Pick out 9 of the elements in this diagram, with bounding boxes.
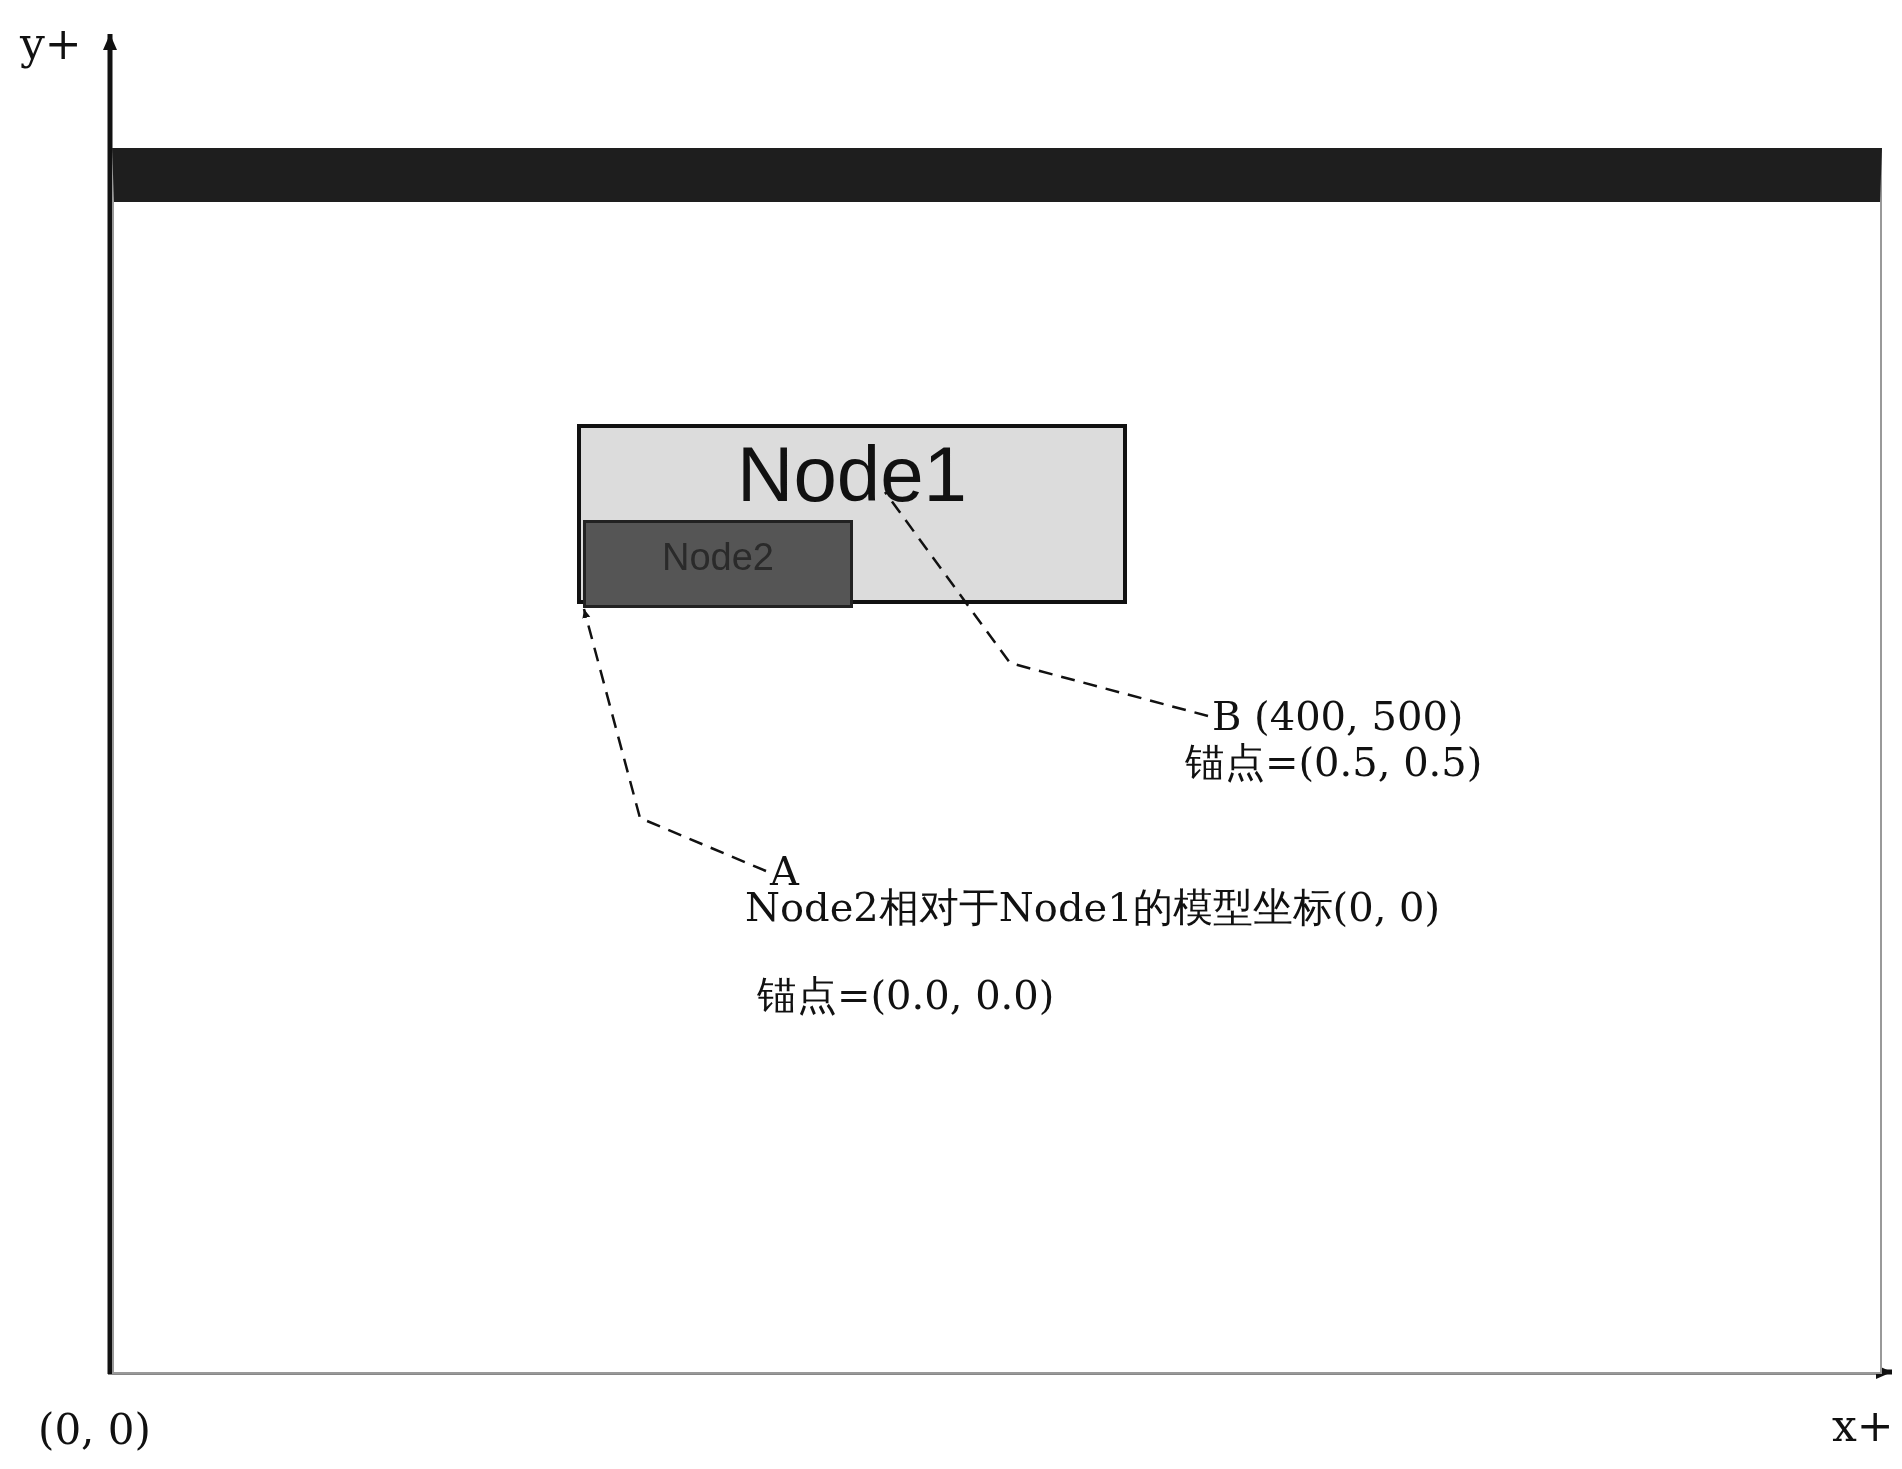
axis-label: x+ (1832, 1400, 1894, 1451)
annotation-text: 锚点=(0.0, 0.0) (757, 971, 1055, 1020)
leader-line (582, 608, 767, 873)
axis-label: (0, 0) (38, 1405, 151, 1454)
window-frame (112, 148, 1882, 1374)
annotation-text: 锚点=(0.5, 0.5) (1185, 738, 1483, 787)
point-label: B (400, 500) (1212, 694, 1464, 738)
leader-line (884, 491, 1209, 718)
axis-label: y+ (20, 18, 82, 69)
